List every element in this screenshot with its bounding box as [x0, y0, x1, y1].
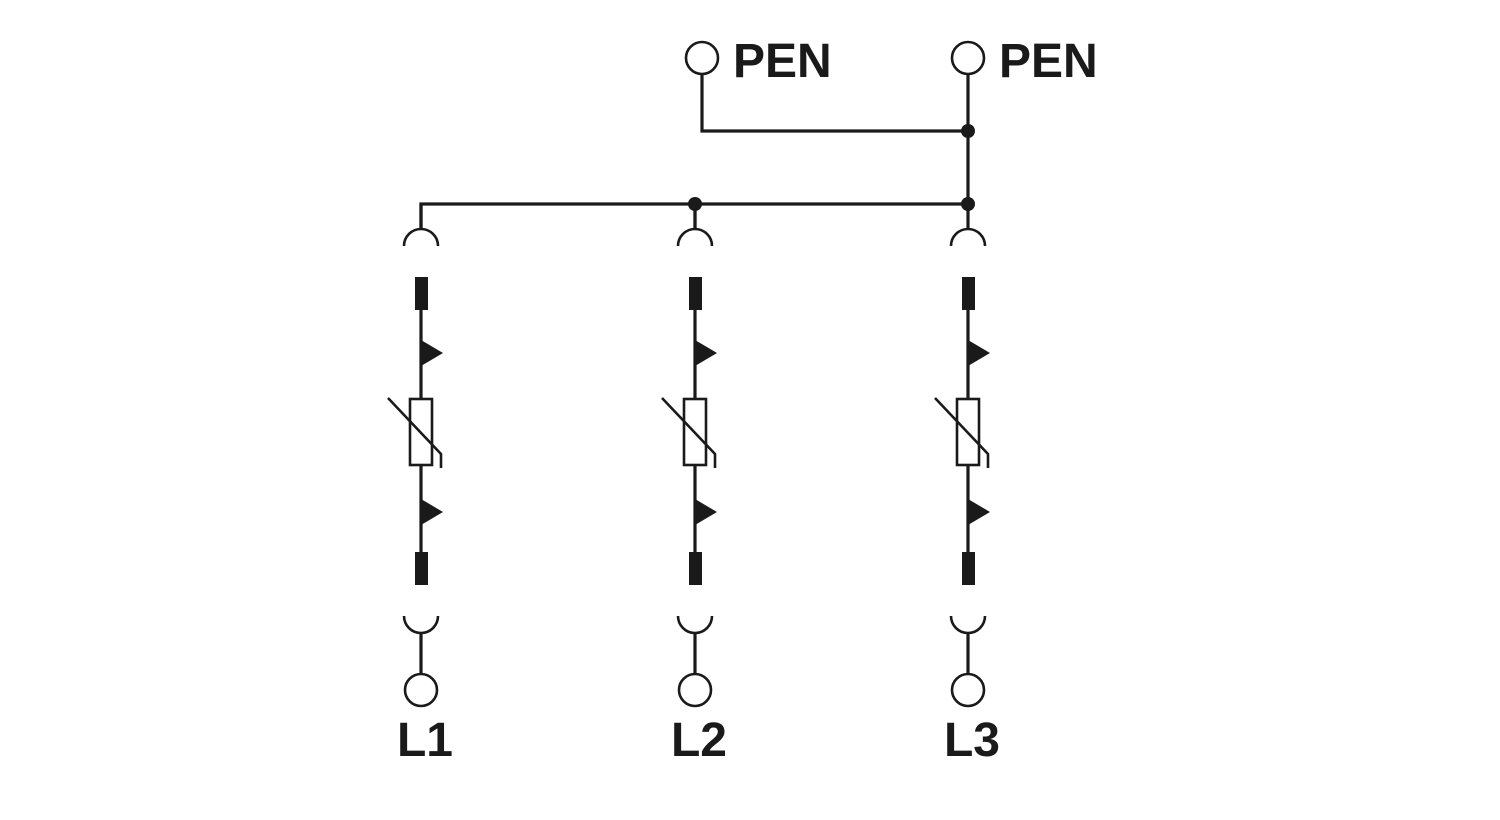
pen-bus-wiring	[700, 74, 975, 204]
branch-l2: L2	[661, 204, 727, 767]
plug-connector-bottom	[676, 615, 714, 635]
arrow-marker-bottom	[695, 499, 717, 525]
contact-block-top	[415, 277, 428, 310]
varistor	[387, 397, 443, 468]
l3-label: L3	[944, 714, 1000, 767]
arrow-marker-top	[421, 340, 443, 366]
plug-connector-bottom	[949, 615, 987, 635]
l1-label: L1	[397, 714, 453, 767]
plug-connector-bottom	[402, 615, 440, 635]
pen-terminal-left: PEN	[684, 35, 832, 88]
branch-l3: L3	[934, 204, 1000, 767]
contact-block-bottom	[962, 552, 975, 585]
contact-block-top	[689, 277, 702, 310]
l2-label: L2	[671, 714, 727, 767]
contact-block-bottom	[689, 552, 702, 585]
terminal-l1	[403, 672, 439, 708]
pen-left-label: PEN	[733, 35, 832, 88]
plug-connector-top	[402, 227, 440, 247]
arrow-marker-bottom	[421, 499, 443, 525]
contact-block-top	[962, 277, 975, 310]
common-bus	[419, 197, 975, 230]
pen-right-label: PEN	[999, 35, 1098, 88]
varistor	[934, 397, 990, 468]
terminal-l3	[950, 672, 986, 708]
arrow-marker-bottom	[968, 499, 990, 525]
arrow-marker-top	[968, 340, 990, 366]
varistor	[661, 397, 717, 468]
contact-block-bottom	[415, 552, 428, 585]
branch-l1: L1	[387, 204, 453, 767]
plug-connector-top	[676, 227, 714, 247]
pen-terminal-right: PEN	[950, 35, 1098, 88]
terminal-l2	[677, 672, 713, 708]
plug-connector-top	[949, 227, 987, 247]
junction-dot	[961, 124, 975, 138]
arrow-marker-top	[695, 340, 717, 366]
